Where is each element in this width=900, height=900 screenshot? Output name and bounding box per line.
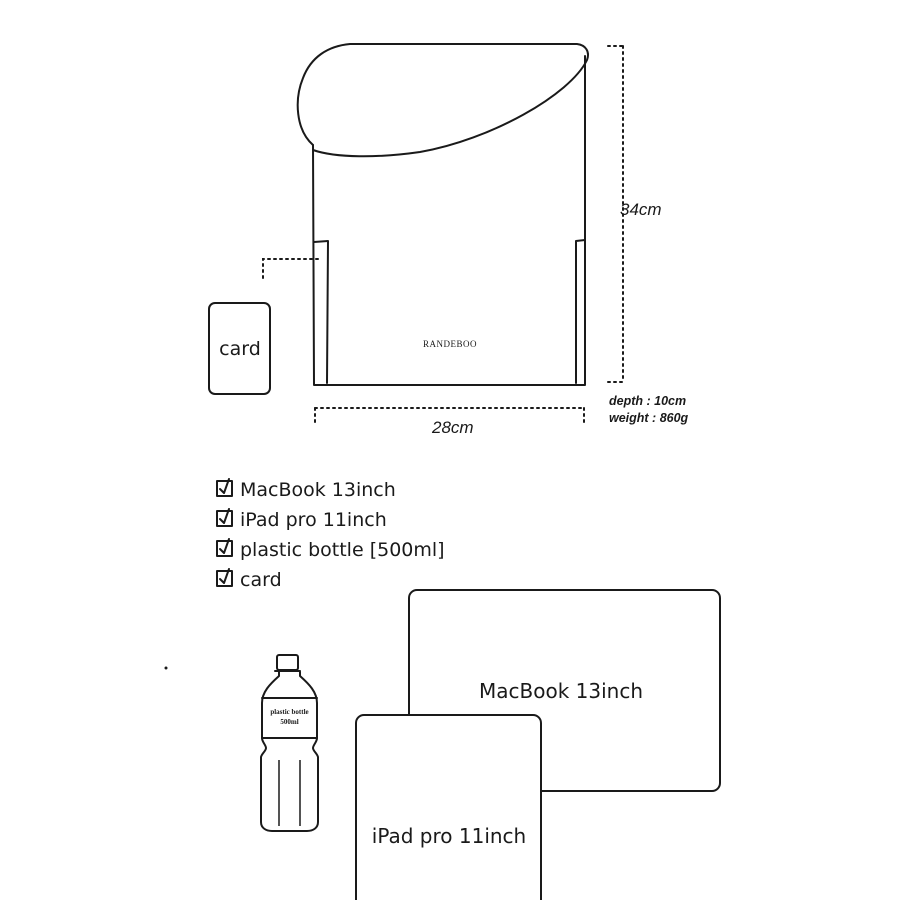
bottle-cap	[276, 654, 299, 671]
card-pocket-callout: card	[208, 258, 319, 395]
bag-left-pocket	[313, 240, 329, 384]
checkmark-icon	[219, 508, 230, 524]
checklist-item: plastic bottle [500ml]	[216, 538, 445, 561]
macbook-label: MacBook 13inch	[479, 679, 643, 703]
checkbox-checked-icon	[216, 540, 233, 557]
checkmark-icon	[219, 478, 230, 494]
checklist-item: iPad pro 11inch	[216, 508, 387, 531]
plastic-bottle: plastic bottle 500ml	[260, 654, 319, 832]
checkbox-checked-icon	[216, 570, 233, 587]
checklist-item: MacBook 13inch	[216, 478, 396, 501]
height-dimension: 34cm	[607, 45, 662, 383]
bag-body	[312, 55, 586, 386]
checklist-item-label: plastic bottle [500ml]	[240, 539, 445, 561]
checkbox-checked-icon	[216, 480, 233, 497]
height-label: 34cm	[620, 200, 662, 219]
checkmark-icon	[219, 538, 230, 554]
width-dimension: 28cm	[314, 407, 585, 437]
checklist-item: card	[216, 568, 282, 591]
checkmark-icon	[219, 568, 230, 584]
checkbox-checked-icon	[216, 510, 233, 527]
weight-label: weight : 860g	[609, 411, 689, 425]
checklist-item-label: MacBook 13inch	[240, 479, 396, 501]
bag-strap	[296, 43, 589, 158]
bottle-label-line1: plastic bottle	[270, 708, 308, 716]
ipad-shape	[355, 714, 542, 900]
bottle-body	[260, 671, 319, 832]
bag-brand-label: RANDEBOO	[423, 339, 477, 349]
ipad-label: iPad pro 11inch	[372, 824, 526, 848]
bag-illustration: RANDEBOO	[296, 43, 589, 386]
bag-right-pocket	[575, 239, 586, 384]
width-label: 28cm	[431, 418, 474, 437]
bottle-label-line2: 500ml	[280, 718, 298, 726]
checklist-item-label: card	[240, 569, 282, 591]
stray-dot	[164, 666, 168, 670]
items-illustration: MacBook 13inch iPad pro 11inch plastic b…	[260, 589, 721, 900]
card-shape	[208, 302, 271, 395]
depth-label: depth : 10cm	[609, 394, 686, 408]
capacity-checklist: MacBook 13inch iPad pro 11inch plastic bot…	[216, 478, 445, 591]
checklist-item-label: iPad pro 11inch	[240, 509, 387, 531]
card-label: card	[219, 338, 261, 360]
